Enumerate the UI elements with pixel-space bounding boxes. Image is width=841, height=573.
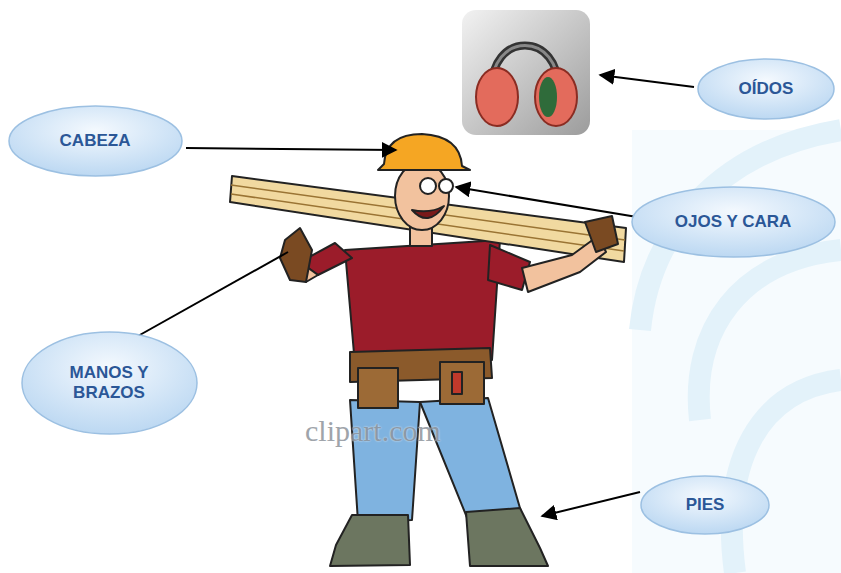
ear-cup xyxy=(535,68,577,126)
mouth xyxy=(412,206,444,218)
background-arc xyxy=(732,380,841,573)
worker-figure xyxy=(230,134,626,566)
ellipse-callout: OJOS Y CARA xyxy=(631,186,836,258)
ellipse-shape xyxy=(698,59,834,119)
watermark: clipart.com xyxy=(305,414,441,448)
ellipse-shape xyxy=(9,106,182,176)
boot xyxy=(466,508,548,566)
ear-cup xyxy=(476,68,518,126)
ellipse-callout: OÍDOS xyxy=(697,58,835,120)
belt-pouch xyxy=(358,368,398,408)
background-panel xyxy=(632,130,841,573)
face xyxy=(395,162,449,230)
shirt xyxy=(345,240,500,365)
glasses xyxy=(420,178,436,194)
leader-lines xyxy=(138,75,694,516)
glove xyxy=(585,216,618,252)
callout-text: OÍDOS xyxy=(739,79,794,99)
planks xyxy=(230,176,626,262)
belt-pouch xyxy=(440,362,484,404)
callout-text: CABEZA xyxy=(60,131,131,151)
boot xyxy=(330,515,410,566)
ellipse-shape xyxy=(632,187,835,257)
callout-text: OJOS Y CARA xyxy=(675,212,792,232)
leader-line xyxy=(138,252,288,336)
callout-text: PIES xyxy=(686,495,725,515)
leader-line xyxy=(600,75,694,87)
ellipse-callout: PIES xyxy=(640,475,770,535)
ellipse-shape xyxy=(641,476,769,534)
ear-cushion xyxy=(539,77,557,117)
ellipse-shape xyxy=(22,332,197,434)
picture-frame xyxy=(462,10,590,135)
callout-text: MANOS Y BRAZOS xyxy=(54,363,164,404)
leader-line xyxy=(186,148,396,150)
ellipse-callout: MANOS Y BRAZOS xyxy=(21,331,198,435)
tool xyxy=(452,372,462,394)
background-curves xyxy=(632,130,841,573)
ellipse-callout: CABEZA xyxy=(8,105,183,177)
glove xyxy=(280,228,312,282)
leader-line xyxy=(456,187,637,217)
glasses xyxy=(439,179,453,193)
leader-line xyxy=(542,492,640,516)
hard-hat xyxy=(378,134,470,170)
earmuffs-picture xyxy=(462,10,590,135)
